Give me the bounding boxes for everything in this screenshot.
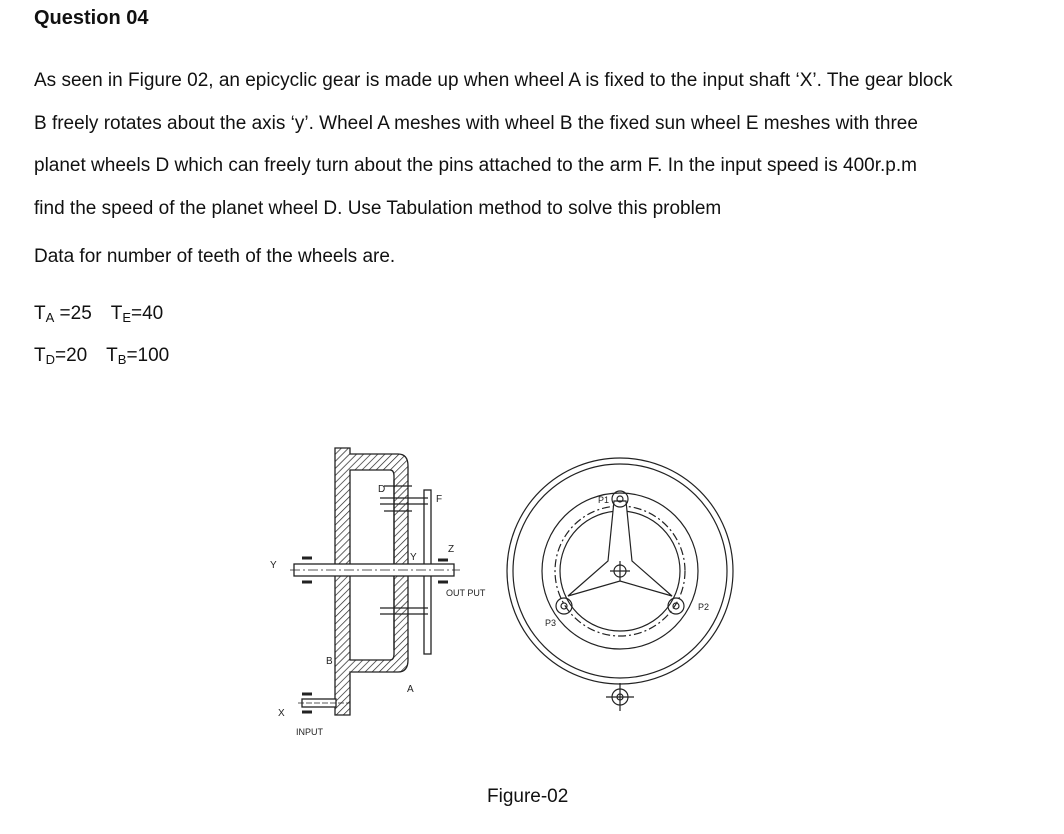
teeth-row-2: TD=20 TB=100	[34, 345, 169, 367]
label-p1: P1	[598, 495, 609, 505]
label-d: D	[378, 484, 385, 495]
paragraph-line: As seen in Figure 02, an epicyclic gear …	[34, 70, 953, 91]
label-input: INPUT	[296, 727, 324, 737]
front-view-labels: P1 P2 P3	[545, 495, 709, 628]
teeth-e: TE=40	[110, 303, 164, 325]
teeth-row-1: TA =25 TE=40	[34, 303, 163, 325]
label-p3: P3	[545, 618, 556, 628]
teeth-b: TB=100	[106, 345, 170, 367]
data-intro: Data for number of teeth of the wheels a…	[34, 246, 396, 267]
paragraph-line: planet wheels D which can freely turn ab…	[34, 155, 917, 176]
label-b: B	[326, 656, 333, 667]
label-output: OUT PUT	[446, 588, 486, 598]
label-x: X	[278, 708, 285, 719]
teeth-d: TD=20	[34, 345, 88, 367]
label-z: Z	[448, 544, 454, 555]
label-y-center: Y	[410, 552, 417, 563]
label-p2: P2	[698, 602, 709, 612]
label-a: A	[407, 684, 414, 695]
question-title: Question 04	[34, 7, 149, 29]
problem-statement: As seen in Figure 02, an epicyclic gear …	[34, 60, 1044, 230]
front-view	[506, 457, 734, 711]
side-view	[290, 447, 460, 716]
arm-f-spider	[567, 500, 673, 597]
teeth-a: TA =25	[34, 303, 92, 325]
label-f: F	[436, 494, 442, 505]
figure-caption: Figure-02	[487, 786, 569, 807]
epicyclic-gear-figure: Y Y D F Z OUT PUT B A X INPUT P1 P2 P3	[270, 447, 734, 737]
label-y-left: Y	[270, 560, 277, 571]
paragraph-line: B freely rotates about the axis ‘y’. Whe…	[34, 112, 918, 134]
paragraph-line: find the speed of the planet wheel D. Us…	[34, 197, 722, 219]
side-view-labels: Y Y D F Z OUT PUT B A X INPUT	[270, 484, 486, 737]
